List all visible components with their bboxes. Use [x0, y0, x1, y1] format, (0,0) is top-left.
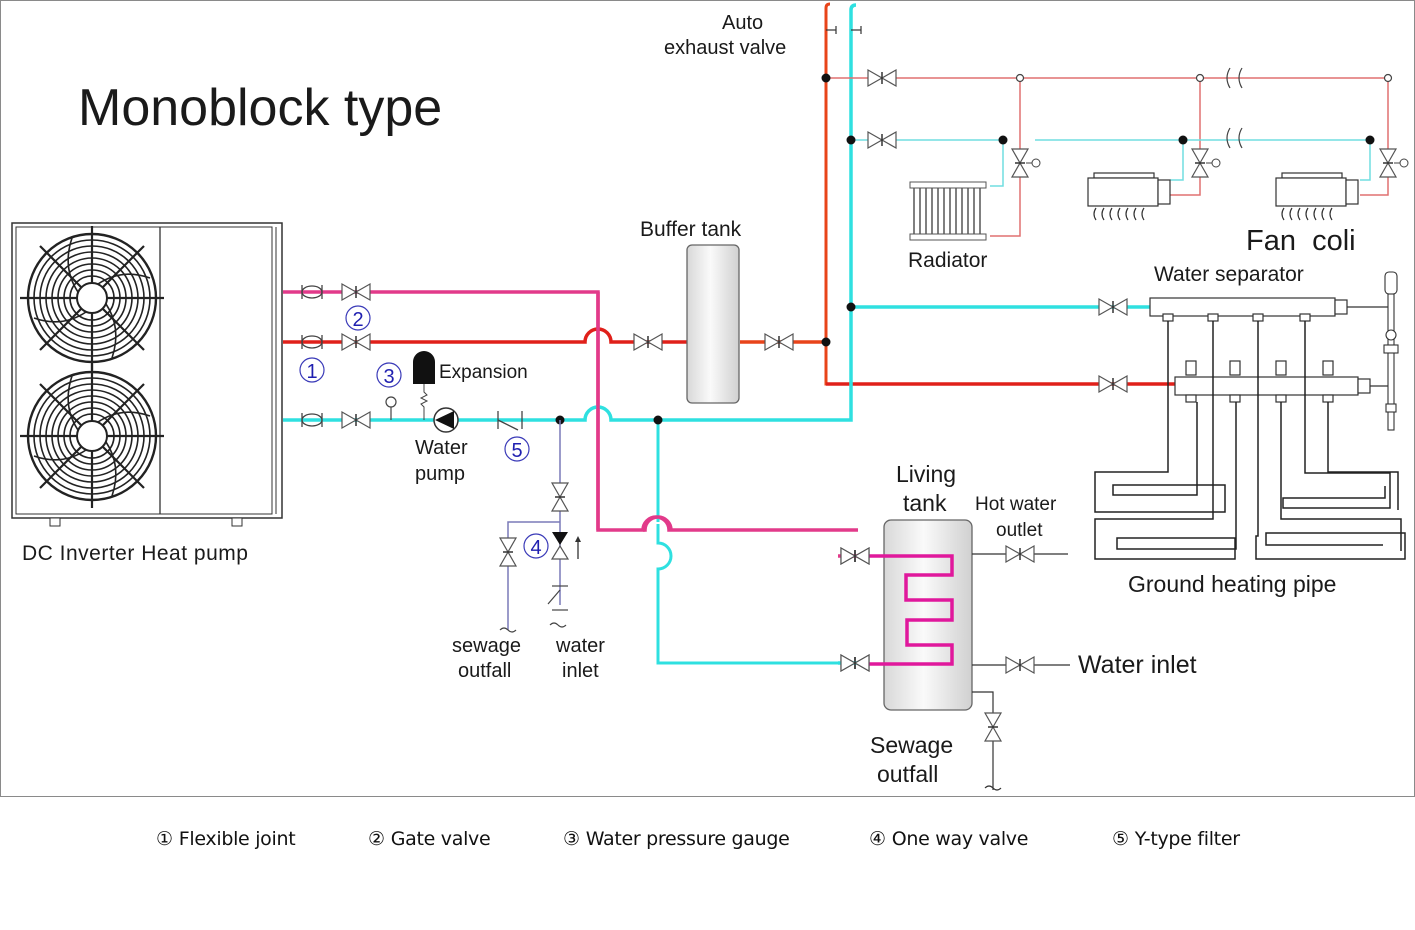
legend-number: ①: [156, 828, 173, 850]
gate-valve-icon: [499, 537, 517, 567]
svg-text:5: 5: [511, 440, 522, 462]
gate-valve-icon: [867, 131, 897, 149]
gate-valve-icon: [1005, 545, 1035, 563]
sewage-outfall-small-2: outfall: [458, 660, 511, 682]
svg-text:2: 2: [352, 309, 363, 331]
fan-coil-unit-1: [1087, 172, 1171, 221]
water-inlet-small-2: inlet: [562, 660, 599, 682]
sewage-outfall-small-1: sewage: [452, 635, 521, 657]
living-tank-label-2: tank: [903, 490, 947, 516]
water-separator-label: Water separator: [1154, 263, 1304, 286]
manifold-return: [1149, 297, 1390, 322]
piping-diagram: Monoblock type DC Inverter Heat pump: [11, 2, 1409, 791]
gate-valve-icon: [1005, 656, 1035, 674]
gate-valve-icon: [1098, 375, 1128, 393]
pipe-dhw-supply: [283, 290, 858, 532]
tank-coil: [868, 554, 954, 666]
water-pump-icon: [433, 407, 459, 433]
callout-2: 2: [345, 305, 371, 331]
pipe-riser-supply: [824, 80, 1175, 386]
ground-heating-label: Ground heating pipe: [1128, 571, 1336, 597]
auto-exhaust-label-1: Auto: [722, 12, 763, 34]
legend-number: ④: [869, 828, 886, 850]
fan-coil-label: Fan coli: [1246, 225, 1356, 257]
radiator-icon: [909, 181, 987, 241]
legend-label: Flexible joint: [178, 828, 296, 850]
one-way-valve-icon: [550, 532, 570, 560]
pipe-return: [283, 3, 857, 422]
legend-label: Gate valve: [390, 828, 491, 850]
gate-valve-icon: [633, 333, 663, 351]
living-tank-label-1: Living: [896, 461, 956, 487]
callout-3: 3: [376, 362, 402, 388]
tank-water-inlet-label: Water inlet: [1078, 651, 1197, 679]
sewage-outfall-label-2: outfall: [877, 761, 938, 787]
makeup-branch: [507, 420, 561, 630]
control-valve-icon: [1379, 148, 1409, 178]
callout-5: 5: [504, 436, 530, 462]
legend-label: One way valve: [891, 828, 1029, 850]
water-inlet-small-1: water: [555, 635, 605, 657]
gate-valve-icon: [1098, 298, 1128, 316]
fan-top-icon: [18, 224, 166, 372]
svg-text:1: 1: [306, 361, 317, 383]
water-pump-label-2: pump: [415, 463, 465, 485]
hot-water-outlet-label-2: outlet: [996, 520, 1043, 541]
hot-water-outlet-label-1: Hot water: [975, 494, 1057, 515]
svg-text:4: 4: [530, 537, 541, 559]
fan-bottom-icon: [18, 362, 166, 510]
pressure-gauge-icon: [385, 396, 397, 420]
buffer-tank: [686, 244, 740, 404]
diagram-title: Monoblock type: [78, 79, 442, 137]
legend-number: ③: [563, 828, 580, 850]
radiator-label: Radiator: [908, 249, 987, 272]
legend-number: ②: [368, 828, 385, 850]
gate-valve-icon: [764, 333, 794, 351]
gate-valve-icon: [551, 482, 569, 512]
expansion-tank-icon: [413, 351, 435, 420]
expansion-label: Expansion: [439, 362, 528, 383]
buffer-tank-label: Buffer tank: [640, 218, 742, 241]
callout-4: 4: [523, 533, 549, 559]
gate-valve-icon: [867, 69, 897, 87]
legend-number: ⑤: [1112, 828, 1129, 850]
heat-pump-label: DC Inverter Heat pump: [22, 542, 248, 565]
control-valve-icon: [1191, 148, 1221, 178]
ground-heating-loops: [1094, 321, 1406, 560]
pipe-return-tank: [656, 420, 858, 665]
gate-valve-icon: [984, 712, 1002, 742]
living-tank: [883, 519, 973, 711]
gate-valve-icon: [341, 333, 371, 351]
gate-valve-icon: [341, 283, 371, 301]
heat-pump-unit: [11, 222, 283, 527]
svg-text:3: 3: [383, 366, 394, 388]
legend-label: Water pressure gauge: [585, 828, 790, 850]
y-filter-icon: [497, 411, 523, 431]
manifold-supply: [1174, 360, 1390, 403]
control-valve-icon: [1011, 148, 1041, 178]
sewage-outfall-label-1: Sewage: [870, 732, 953, 758]
legend-label: Y-type filter: [1134, 828, 1240, 850]
water-pump-label-1: Water: [415, 437, 468, 459]
auto-exhaust-label-2: exhaust valve: [664, 37, 786, 59]
gate-valve-icon: [341, 411, 371, 429]
fan-coil-unit-2: [1275, 172, 1359, 221]
manifold-air-vent-assembly: [1383, 271, 1399, 431]
callout-1: 1: [299, 357, 325, 383]
